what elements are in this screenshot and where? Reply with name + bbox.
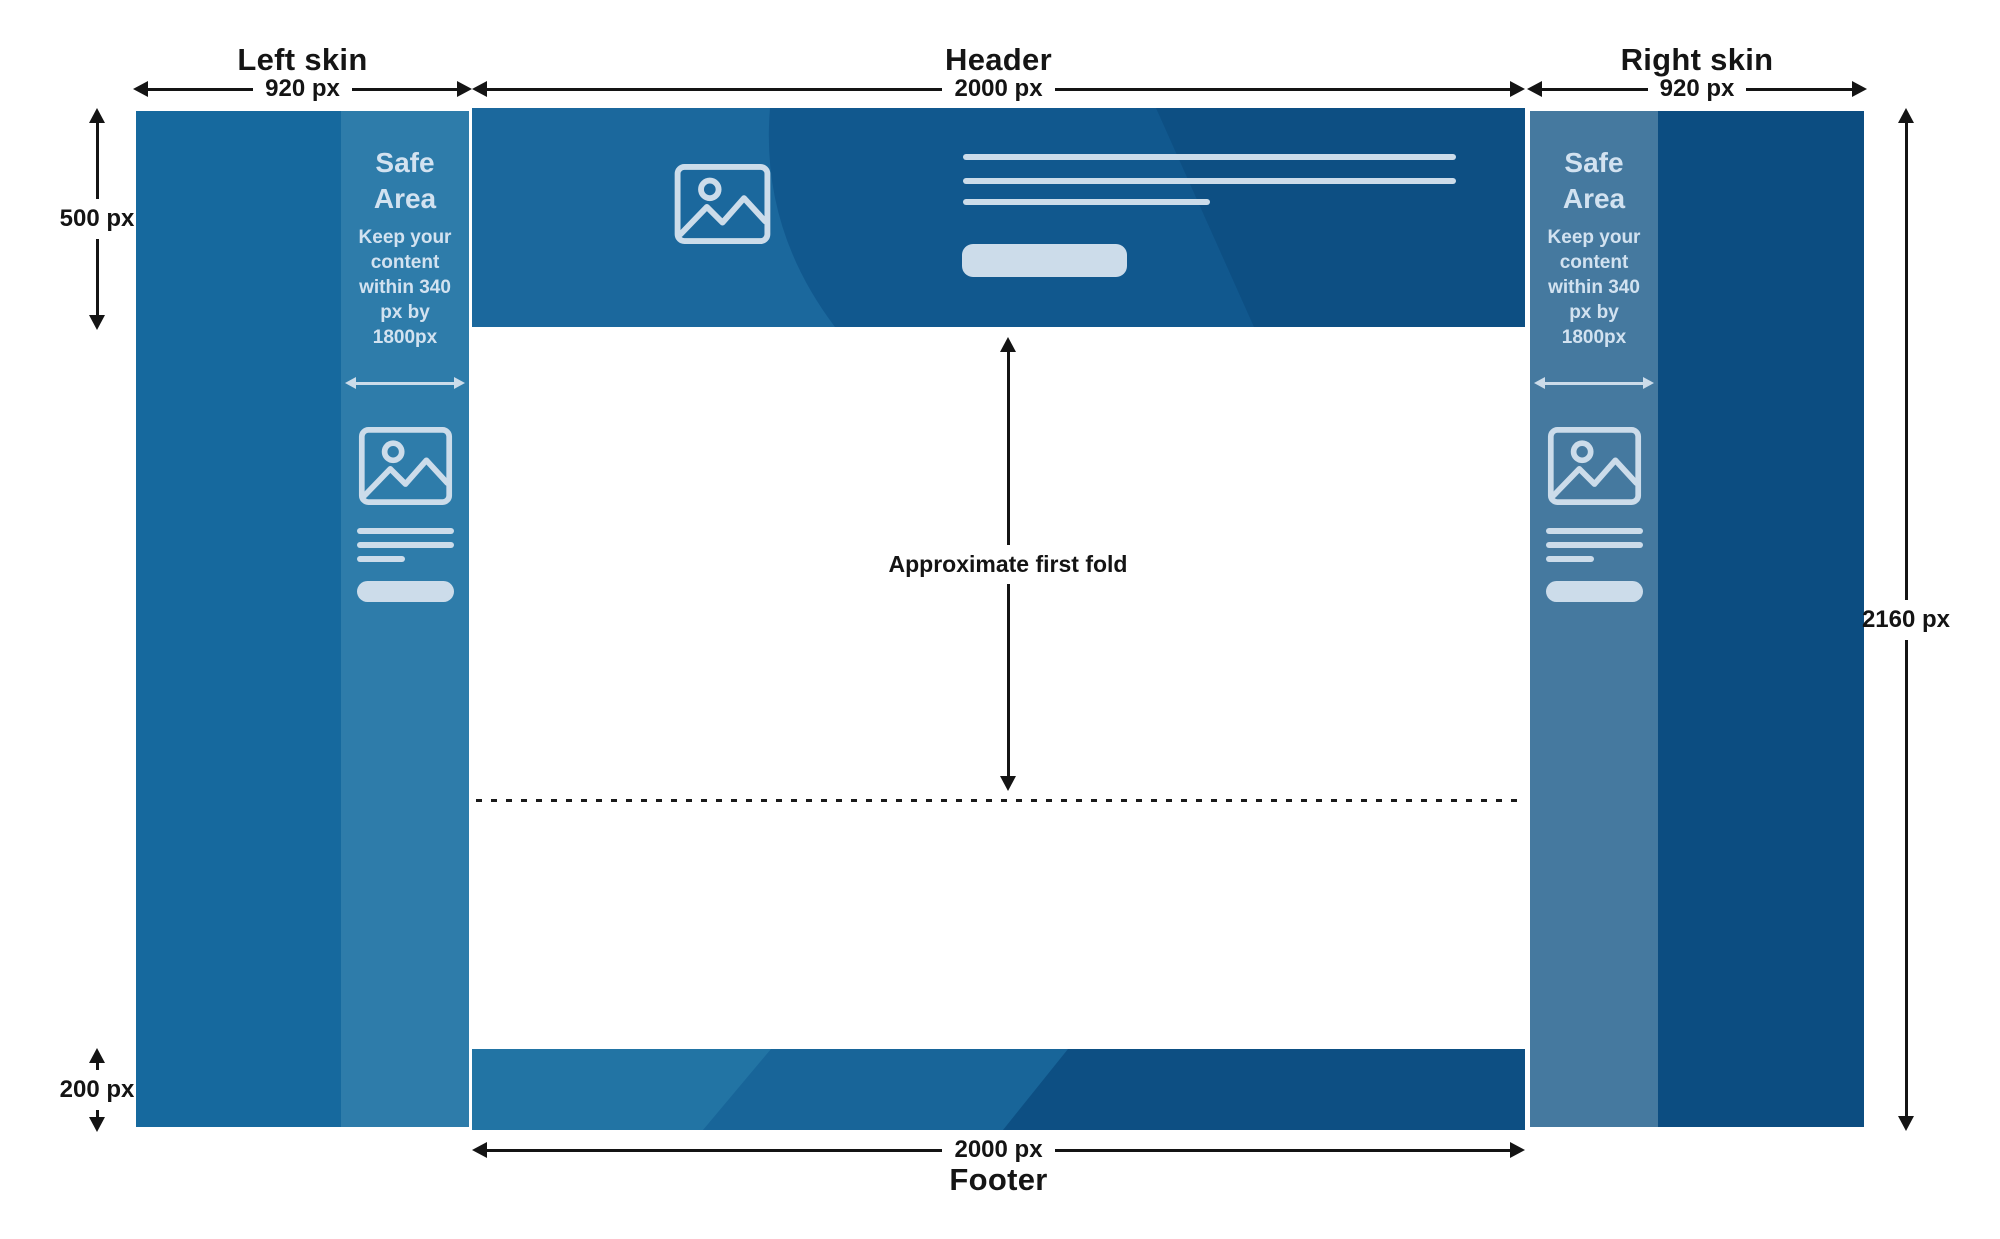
left-skin-width-arrow: 920 px (133, 75, 472, 102)
footer-band-background (472, 1049, 1525, 1130)
left-skin-background (136, 111, 341, 1127)
arrowhead-left (1527, 81, 1542, 97)
safe-area-note: Keep your content within 340 px by 1800p… (358, 227, 452, 348)
right-skin-width-label: 920 px (1659, 75, 1735, 102)
arrow-line (487, 87, 943, 91)
first-fold-arrow: Approximate first fold (878, 337, 1138, 791)
first-fold-label: Approximate first fold (888, 550, 1128, 577)
safe-area-note: Keep your content within 340 px by 1800p… (1547, 227, 1641, 348)
page-height-label: 2160 px (1861, 605, 1951, 633)
arrow-line (95, 123, 99, 199)
right-skin-panel: Safe Area Keep your content within 340 p… (1527, 108, 1867, 1130)
image-placeholder-icon (1547, 427, 1641, 505)
first-fold-dotted-line (476, 799, 1522, 802)
arrowhead-right (454, 377, 465, 389)
left-skin-width-label: 920 px (265, 75, 340, 102)
arrowhead-left (472, 1142, 487, 1158)
arrow-line (1006, 583, 1010, 776)
text-line-placeholder (1545, 556, 1594, 562)
right-safe-area: Safe Area Keep your content within 340 p… (1530, 111, 1658, 1127)
arrow-line (351, 87, 457, 91)
image-placeholder-icon (358, 427, 452, 505)
footer-title: Footer (949, 1162, 1048, 1197)
arrow-line (1054, 87, 1511, 91)
image-placeholder-icon (674, 163, 771, 245)
safe-width-arrow (345, 376, 465, 390)
text-line-placeholder (963, 178, 1456, 184)
header-title: Header (945, 42, 1052, 77)
left-safe-area: Safe Area Keep your content within 340 p… (341, 111, 469, 1127)
text-line-placeholder (356, 528, 454, 534)
arrowhead-left (1534, 377, 1545, 389)
safe-width-arrow (1534, 376, 1654, 390)
arrow-line (148, 87, 254, 91)
text-line-placeholder (1545, 542, 1643, 548)
arrow-line (1746, 87, 1852, 91)
page-height-arrow: 2160 px (1856, 108, 1956, 1131)
text-line-placeholder (963, 154, 1456, 160)
header-width-label: 2000 px (954, 75, 1043, 102)
arrow-line (1006, 352, 1010, 545)
arrowhead-left (133, 81, 148, 97)
arrowhead-right (1643, 377, 1654, 389)
arrowhead-down (1898, 1116, 1914, 1131)
arrow-line (356, 381, 454, 385)
text-line-placeholder (356, 556, 405, 562)
arrowhead-right (1510, 81, 1526, 97)
left-skin-title: Left skin (237, 42, 368, 77)
arrow-line (1904, 639, 1908, 1116)
arrowhead-up (1000, 337, 1016, 352)
safe-area-heading: Safe Area (373, 147, 437, 214)
arrowhead-right (1852, 81, 1867, 97)
arrow-line (487, 1148, 943, 1152)
header-height-label: 500 px (59, 205, 135, 232)
arrowhead-down (1000, 776, 1016, 791)
arrowhead-up (89, 108, 105, 123)
arrowhead-right (457, 81, 472, 97)
footer-band (472, 1049, 1525, 1130)
safe-area-heading: Safe Area (1562, 147, 1626, 214)
arrow-line (1904, 123, 1908, 600)
right-skin-background (1658, 111, 1864, 1127)
right-skin-width-arrow: 920 px (1527, 75, 1867, 102)
header-band-background (472, 108, 1525, 327)
text-line-placeholder (963, 199, 1210, 205)
arrow-line (1054, 1148, 1511, 1152)
arrow-line (1545, 381, 1643, 385)
arrowhead-left (345, 377, 356, 389)
webpage-content-column (472, 108, 1525, 1130)
button-placeholder (1545, 581, 1643, 602)
button-placeholder (962, 244, 1127, 277)
arrow-line (95, 1063, 99, 1070)
arrowhead-right (1510, 1142, 1526, 1158)
header-band (472, 108, 1525, 327)
text-placeholder-lines (356, 528, 454, 562)
footer-height-label: 200 px (59, 1076, 135, 1103)
arrow-line (1542, 87, 1648, 91)
header-width-arrow: 2000 px (472, 75, 1526, 102)
button-placeholder (356, 581, 454, 602)
footer-width-label: 2000 px (954, 1136, 1043, 1163)
arrowhead-left (472, 81, 487, 97)
footer-height-arrow: 200 px (47, 1048, 147, 1132)
arrowhead-down (89, 315, 105, 330)
arrow-line (95, 239, 99, 315)
arrowhead-down (89, 1117, 105, 1132)
arrowhead-up (1898, 108, 1914, 123)
page-body-area (472, 327, 1525, 1049)
text-placeholder-lines (1545, 528, 1643, 562)
text-line-placeholder (1545, 528, 1643, 534)
left-skin-panel: Safe Area Keep your content within 340 p… (133, 108, 472, 1130)
right-skin-title: Right skin (1620, 42, 1774, 77)
header-height-arrow: 500 px (47, 108, 147, 330)
arrow-line (95, 1110, 99, 1117)
text-line-placeholder (356, 542, 454, 548)
footer-width-arrow: 2000 px (472, 1136, 1526, 1163)
arrowhead-up (89, 1048, 105, 1063)
